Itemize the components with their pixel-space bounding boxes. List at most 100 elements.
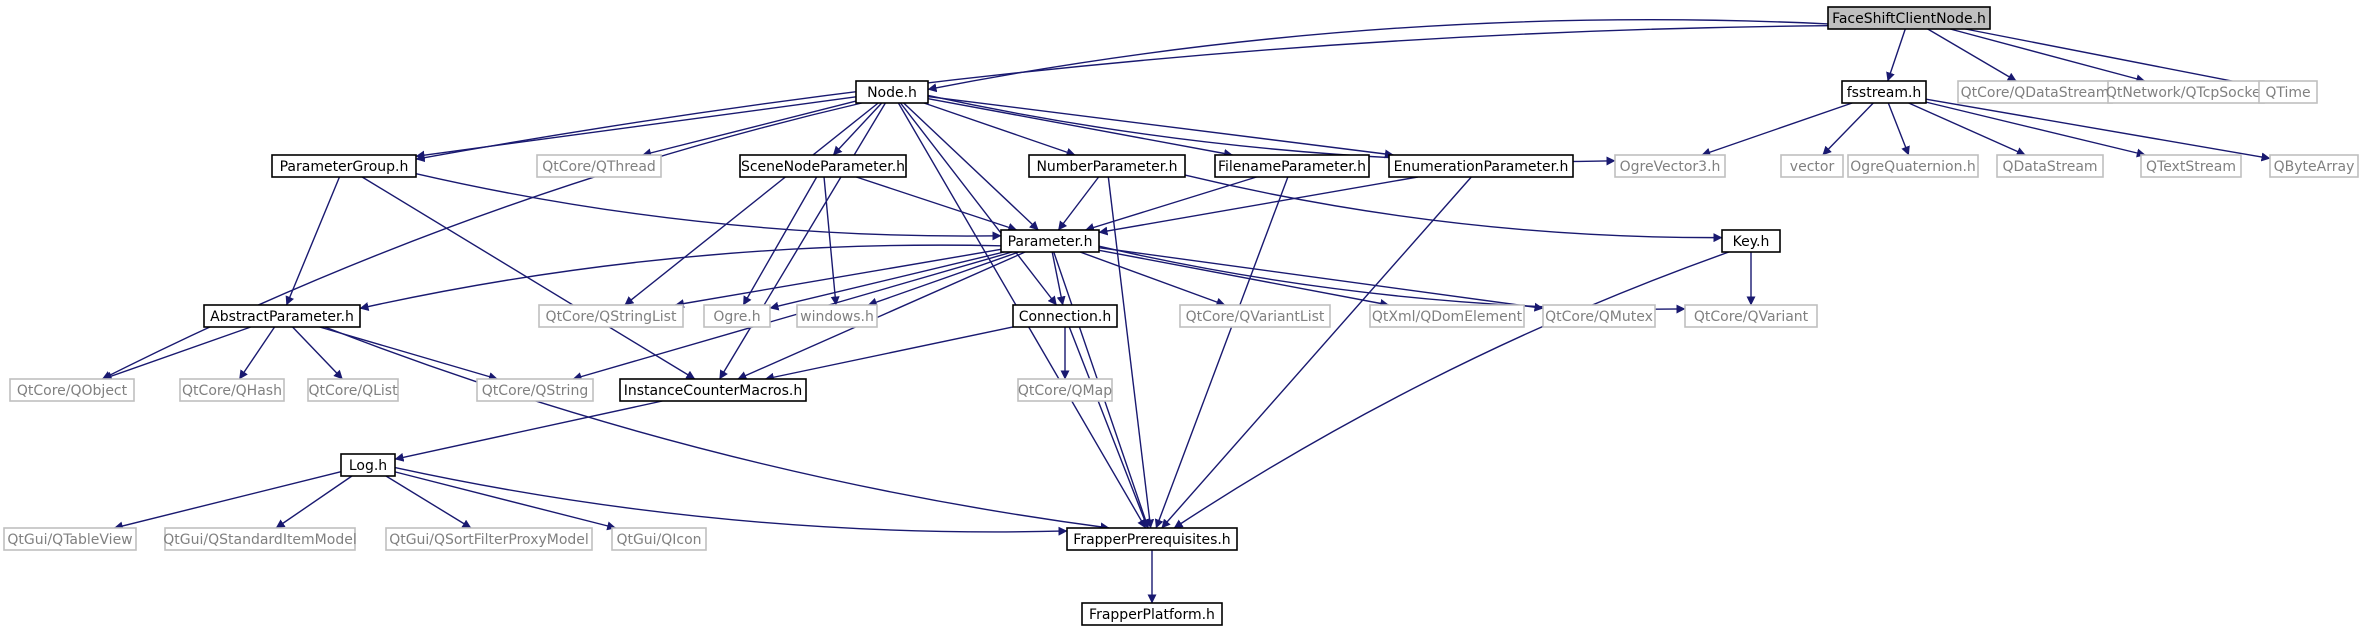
- edge-faceshift-to-qtcpsocket: [1949, 28, 2146, 84]
- node-label-qicon: QtGui/QIcon: [616, 532, 701, 548]
- node-box-instancecounter: [619, 378, 807, 402]
- node-label-vector: vector: [1790, 159, 1835, 175]
- node-fsstream[interactable]: fsstream.h: [1841, 80, 1927, 104]
- node-box-qdomelement: [1369, 304, 1525, 328]
- edge-connection-to-frapperprereq: [1068, 326, 1149, 529]
- node-qbytearray: QByteArray: [2269, 154, 2359, 178]
- node-label-ogrequat: OgreQuaternion.h: [1850, 159, 1976, 175]
- edge-log-to-qicon: [394, 471, 617, 531]
- node-qmutex: QtCore/QMutex: [1542, 304, 1656, 328]
- edge-filenameparam-to-parameter: [1085, 176, 1257, 232]
- node-box-qobject: [9, 378, 135, 402]
- edge-parameter-to-instancecounter: [737, 251, 1026, 380]
- node-label-scenenodeparam: SceneNodeParameter.h: [741, 159, 905, 175]
- node-label-instancecounter: InstanceCounterMacros.h: [624, 383, 802, 399]
- node-label-qmutex: QtCore/QMutex: [1545, 309, 1653, 325]
- node-label-qvariant: QtCore/QVariant: [1694, 309, 1809, 325]
- node-box-enumparam: [1388, 154, 1574, 178]
- node-box-connection: [1012, 304, 1118, 328]
- edge-enumparam-to-parameter: [1098, 176, 1418, 236]
- edge-log-to-qtableview: [113, 471, 342, 531]
- node-node[interactable]: Node.h: [855, 80, 929, 104]
- node-qtableview: QtGui/QTableView: [3, 527, 137, 551]
- node-qdatastream_core: QtCore/QDataStream: [1957, 80, 2113, 104]
- node-log[interactable]: Log.h: [340, 453, 396, 477]
- node-box-qdatastream: [1996, 154, 2104, 178]
- edge-faceshift-to-node: [927, 19, 1829, 93]
- edge-parameter-to-qvariant: [1098, 245, 1686, 314]
- edge-node-to-enumparam: [927, 95, 1394, 159]
- edge-faceshift-to-qdatastream_core: [1927, 28, 2017, 82]
- edge-node-to-paramgroup: [415, 96, 857, 160]
- node-numberparam[interactable]: NumberParameter.h: [1028, 154, 1186, 178]
- edge-abstractparam-to-frapperprereq: [324, 326, 1110, 532]
- edge-parameter-to-qdomelement: [1098, 249, 1390, 308]
- node-qtcpsocket: QtNetwork/QTcpSocket: [2106, 80, 2267, 104]
- node-box-qmutex: [1542, 304, 1656, 328]
- edge-scenenodeparam-to-ogreh: [742, 176, 818, 306]
- node-qvariantlist: QtCore/QVariantList: [1179, 304, 1331, 328]
- edge-node-to-ogrevector3: [927, 94, 1616, 166]
- node-box-qstring: [476, 378, 594, 402]
- node-faceshift[interactable]: FaceShiftClientNode.h: [1827, 6, 1991, 30]
- node-frapperprereq[interactable]: FrapperPrerequisites.h: [1066, 527, 1238, 551]
- edge-node-to-instancecounter: [719, 102, 886, 380]
- node-label-paramgroup: ParameterGroup.h: [280, 159, 409, 175]
- node-instancecounter[interactable]: InstanceCounterMacros.h: [619, 378, 807, 402]
- edge-node-to-numberparam: [923, 102, 1076, 157]
- node-label-qdatastream: QDataStream: [2002, 159, 2097, 175]
- edge-connection-to-instancecounter: [764, 326, 1014, 382]
- edge-scenenodeparam-to-windowsh: [823, 176, 840, 306]
- node-label-faceshift: FaceShiftClientNode.h: [1832, 11, 1986, 27]
- node-scenenodeparam[interactable]: SceneNodeParameter.h: [739, 154, 907, 178]
- node-box-log: [340, 453, 396, 477]
- node-ogrevector3: OgreVector3.h: [1614, 154, 1726, 178]
- node-label-qhash: QtCore/QHash: [182, 383, 282, 399]
- node-qhash: QtCore/QHash: [179, 378, 285, 402]
- node-frapperplatform[interactable]: FrapperPlatform.h: [1081, 602, 1223, 626]
- node-box-fsstream: [1841, 80, 1927, 104]
- node-label-qbytearray: QByteArray: [2274, 159, 2355, 175]
- node-label-qstditemmodel: QtGui/QStandardItemModel: [163, 532, 356, 548]
- node-label-fsstream: fsstream.h: [1847, 85, 1922, 101]
- edge-parameter-to-qvariantlist: [1079, 251, 1226, 307]
- node-key[interactable]: Key.h: [1721, 229, 1781, 253]
- node-label-enumparam: EnumerationParameter.h: [1394, 159, 1569, 175]
- edge-node-to-filenameparam: [927, 97, 1233, 158]
- node-parameter[interactable]: Parameter.h: [1000, 229, 1100, 253]
- node-paramgroup[interactable]: ParameterGroup.h: [271, 154, 417, 178]
- node-filenameparam[interactable]: FilenameParameter.h: [1214, 154, 1370, 178]
- node-abstractparam[interactable]: AbstractParameter.h: [203, 304, 361, 328]
- node-label-qvariantlist: QtCore/QVariantList: [1186, 309, 1325, 325]
- edge-log-to-frapperprereq: [394, 466, 1068, 536]
- node-box-qvariantlist: [1179, 304, 1331, 328]
- node-connection[interactable]: Connection.h: [1012, 304, 1118, 328]
- edge-paramgroup-to-parameter: [415, 172, 1002, 241]
- node-box-ogrevector3: [1614, 154, 1726, 178]
- edge-fsstream-to-ogrevector3: [1701, 102, 1853, 157]
- edge-abstractparam-to-qlist: [292, 326, 343, 380]
- node-label-log: Log.h: [349, 458, 387, 474]
- node-label-qdatastream_core: QtCore/QDataStream: [1961, 85, 2110, 101]
- node-label-qstring: QtCore/QString: [482, 383, 588, 399]
- edge-filenameparam-to-frapperprereq: [1154, 176, 1289, 529]
- edge-parameter-to-windowsh: [867, 251, 1019, 307]
- node-qthread: QtCore/QThread: [536, 154, 662, 178]
- node-box-frapperprereq: [1066, 527, 1238, 551]
- node-label-node: Node.h: [867, 85, 917, 101]
- edge-node-to-connection: [899, 102, 1058, 306]
- node-box-qthread: [536, 154, 662, 178]
- node-qicon: QtGui/QIcon: [611, 527, 707, 551]
- edge-key-to-frapperprereq: [1173, 251, 1730, 529]
- edge-fsstream-to-qbytearray: [1925, 98, 2271, 162]
- node-box-filenameparam: [1214, 154, 1370, 178]
- node-label-parameter: Parameter.h: [1008, 234, 1093, 250]
- edge-parameter-to-qmutex: [1098, 247, 1544, 312]
- node-enumparam[interactable]: EnumerationParameter.h: [1388, 154, 1574, 178]
- edge-parameter-to-abstractparam: [359, 244, 1002, 311]
- edge-node-to-scenenodeparam: [832, 102, 883, 156]
- node-box-faceshift: [1827, 6, 1991, 30]
- node-box-qtextstream: [2140, 154, 2242, 178]
